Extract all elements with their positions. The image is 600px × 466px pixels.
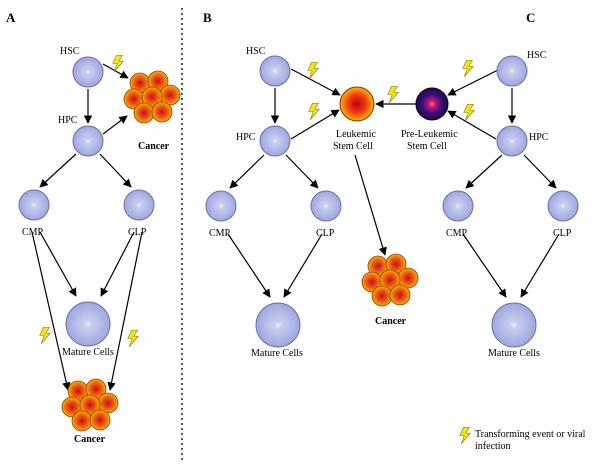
lsc-label-line2: Stem Cell <box>333 141 373 152</box>
hpc-label-a: HPC <box>58 115 78 126</box>
cmp-label-a: CMP <box>22 227 44 238</box>
legend: Transforming event or viral infection <box>459 427 586 452</box>
bolt-icon <box>127 330 139 347</box>
clp-label-b: CLP <box>316 228 335 239</box>
bolt-icon <box>459 427 471 444</box>
hsc-cell-b <box>259 55 291 87</box>
arrow-clp-mature-c <box>520 233 560 298</box>
hpc-label-c: HPC <box>529 132 549 143</box>
panel-label-c: C <box>526 10 535 25</box>
hpc-label-b: HPC <box>236 132 256 143</box>
mature-cell-c <box>491 302 537 348</box>
leukemic-stem-cell <box>339 86 375 122</box>
mature-cell-a <box>65 301 111 347</box>
hsc-cell-a <box>72 56 104 88</box>
mature-cell-b <box>255 302 301 348</box>
pre-leukemic-stem-cell <box>415 87 449 121</box>
hsc-label-b: HSC <box>246 46 266 57</box>
cmp-cell-a <box>18 189 50 221</box>
legend-text-line2: infection <box>475 441 511 452</box>
mature-label-b: Mature Cells <box>251 348 303 359</box>
clp-cell-b <box>310 190 342 222</box>
arrow-hsc-lsc-b <box>290 68 341 96</box>
bolt-icon <box>387 86 399 103</box>
arrow-clp-cancer-a <box>107 231 143 391</box>
bolt-icon <box>307 62 319 79</box>
cancer-label-top-a: Cancer <box>138 141 170 152</box>
arrow-hsc-cancer-a <box>102 63 129 79</box>
hsc-label-c: HSC <box>527 50 547 61</box>
arrow-cmp-mature-c <box>462 233 507 298</box>
arrow-hsc-pre-c <box>447 69 499 96</box>
legend-text-line1: Transforming event or viral <box>475 429 586 440</box>
cmp-label-c: CMP <box>446 228 468 239</box>
cmp-label-b: CMP <box>209 228 231 239</box>
arrow-hpc-lsc-b <box>290 109 340 140</box>
hsc-label-a: HSC <box>60 46 80 57</box>
clp-cell-a <box>123 189 155 221</box>
clp-label-a: CLP <box>128 227 147 238</box>
cancer-label-bottom-a: Cancer <box>74 434 106 445</box>
panel-b: HSC HPC CMP CLP Mature Cells Leukemic St… <box>205 46 419 359</box>
arrow-cmp-mature-b <box>227 233 271 298</box>
cancer-label-b: Cancer <box>375 316 407 327</box>
panel-a: HSC HPC CMP CLP Mature Cells Cancer Canc… <box>18 46 181 445</box>
hpc-cell-c <box>496 125 528 157</box>
arrow-lsc-cancer-b <box>354 154 387 256</box>
arrow-hpc-cmp-b <box>229 154 265 189</box>
pre-leukemic-label-line2: Stem Cell <box>407 141 447 152</box>
clp-label-c: CLP <box>553 228 572 239</box>
cancer-cluster-b <box>361 253 419 307</box>
clp-cell-c <box>547 190 579 222</box>
cancer-cluster-top-a <box>123 70 181 124</box>
bolt-icon <box>462 60 474 77</box>
arrow-hpc-cmp-c <box>465 154 503 189</box>
lsc-label-line1: Leukemic <box>336 129 377 140</box>
arrow-hpc-cmp-a <box>39 153 77 188</box>
cmp-cell-c <box>442 190 474 222</box>
bolt-icon <box>308 103 320 120</box>
hpc-cell-a <box>72 125 104 157</box>
arrow-hpc-clp-c <box>523 154 557 189</box>
hpc-cell-b <box>259 125 291 157</box>
cancer-cluster-bottom-a <box>61 378 119 432</box>
panel-label-a: A <box>6 10 16 25</box>
arrow-hpc-pre-c <box>447 110 497 140</box>
mature-label-c: Mature Cells <box>488 348 540 359</box>
arrow-cmp-cancer-a <box>31 231 71 391</box>
hsc-cell-c <box>496 55 528 87</box>
bolt-icon <box>39 327 51 344</box>
bolt-icon <box>463 104 475 121</box>
mature-label-a: Mature Cells <box>62 347 114 358</box>
bolt-icon <box>112 55 124 72</box>
panel-c: HSC HPC CMP CLP Mature Cells Pre-Leukemi… <box>375 50 579 359</box>
arrow-hpc-clp-b <box>285 154 319 189</box>
arrow-cmp-mature-a <box>39 231 77 297</box>
arrow-clp-mature-b <box>283 233 323 298</box>
cmp-cell-b <box>205 190 237 222</box>
arrow-clp-mature-a <box>100 231 135 297</box>
arrow-hpc-clp-a <box>99 153 132 188</box>
pre-leukemic-label-line1: Pre-Leukemic <box>401 129 458 140</box>
arrow-hpc-cancer-a <box>102 115 128 135</box>
panel-label-b: B <box>203 10 212 25</box>
